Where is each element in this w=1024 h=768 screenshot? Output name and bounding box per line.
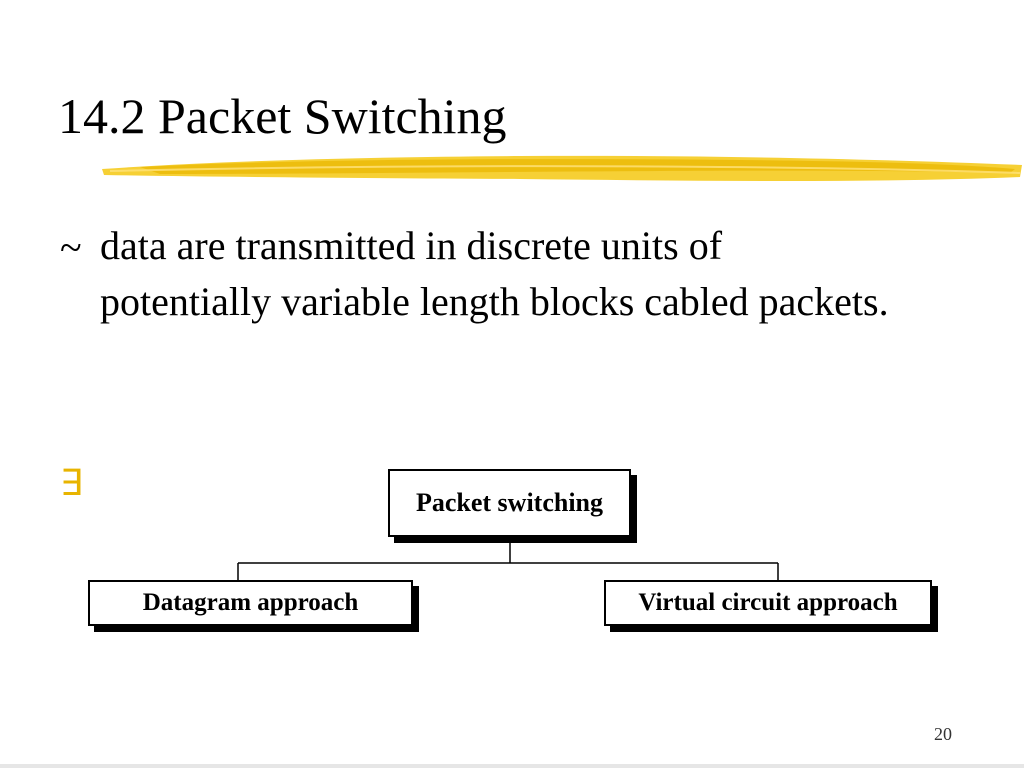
- title-highlight-stroke: [102, 155, 1022, 181]
- bullet-1-marker: ~: [60, 225, 82, 270]
- page-number: 20: [934, 724, 952, 744]
- slide-title: 14.2 Packet Switching: [58, 88, 507, 144]
- bullet-1-text: data are transmitted in discrete units o…: [100, 223, 889, 324]
- bullet-2-marker: ∃: [60, 463, 83, 504]
- diagram-datagram-box: Datagram approach: [88, 580, 413, 626]
- diagram-root-box: Packet switching: [388, 469, 631, 537]
- bottom-rule: [0, 764, 1024, 768]
- diagram-virtual-circuit-box: Virtual circuit approach: [604, 580, 932, 626]
